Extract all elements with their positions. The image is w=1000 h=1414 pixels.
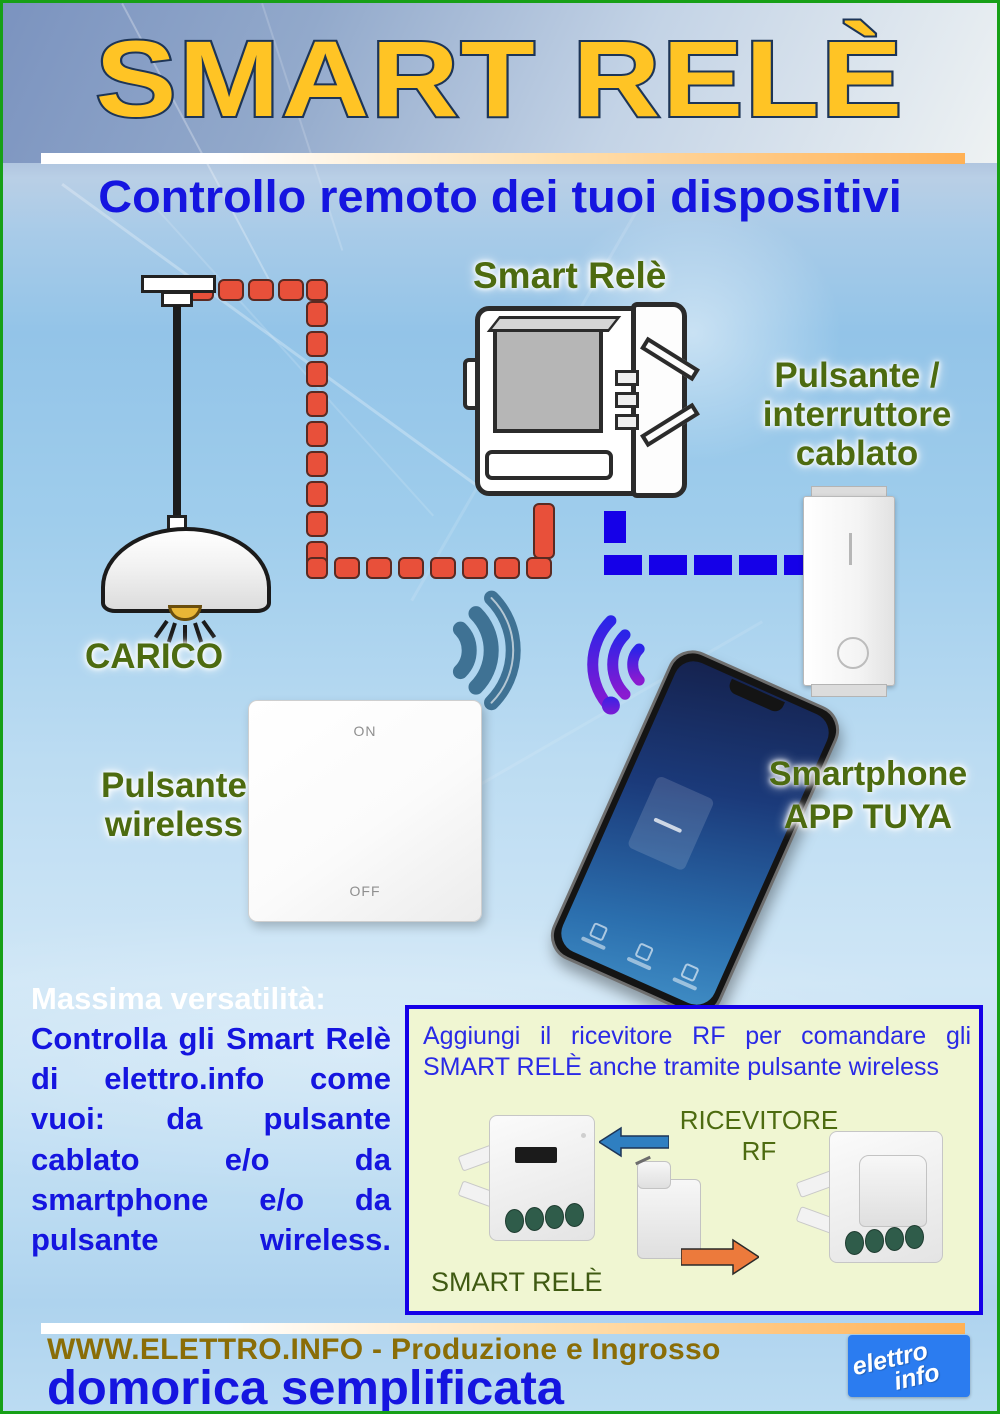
- rf-receiver-tab: [637, 1161, 671, 1189]
- relay-side-panel: [631, 302, 687, 498]
- nav-icon: [679, 962, 700, 983]
- orange-arrow-right: [680, 1237, 761, 1282]
- wifi-icon: [553, 601, 673, 721]
- divider-top: [41, 153, 965, 164]
- smartphone-notch: [726, 678, 785, 715]
- label-smartphone-app: Smartphone APP TUYA: [768, 755, 968, 836]
- smart-relay-illustration: [463, 300, 703, 505]
- smartphone-nav-item[interactable]: [672, 960, 705, 991]
- label-pulsante-cablato: Pulsante / interruttore cablato: [762, 356, 952, 474]
- light-ray: [153, 619, 169, 639]
- versatility-lead: Massima versatilità:: [31, 981, 326, 1016]
- wireless-button-on-label: ON: [353, 723, 377, 739]
- divider-bottom: [41, 1323, 965, 1334]
- footer-url[interactable]: WWW.ELETTRO.INFO - Produzione e Ingrosso: [47, 1333, 721, 1366]
- orange-arrow-svg: [680, 1238, 761, 1276]
- blue-wire-segment: [739, 555, 777, 575]
- module-terminal: [845, 1231, 864, 1255]
- red-wire-horizontal-bottom: [306, 557, 561, 579]
- light-ray: [201, 619, 217, 639]
- blue-wire-segment: [784, 555, 808, 575]
- rf-receiver-module: [627, 1155, 707, 1269]
- module-terminal: [565, 1203, 584, 1227]
- wifi-svg: [587, 615, 645, 715]
- nav-icon: [588, 921, 609, 942]
- label-pulsante-wireless: Pulsante wireless: [101, 766, 247, 845]
- relay-rib: [615, 370, 639, 386]
- lamp-rod: [173, 305, 181, 520]
- module-terminal: [545, 1205, 564, 1229]
- rf-receiver-description: Aggiungi il ricevitore RF per comandare …: [423, 1022, 971, 1081]
- blue-wire-segment: [694, 555, 732, 575]
- label-smart-rele-box: SMART RELÈ: [431, 1267, 603, 1297]
- relay-rib: [615, 392, 639, 408]
- header-band: [3, 3, 997, 163]
- blue-wire-segment: [604, 555, 642, 575]
- blue-wire-segment: [604, 511, 626, 543]
- module-attached-receiver: [859, 1155, 927, 1227]
- module-led: [581, 1133, 586, 1138]
- smartphone-nav-item[interactable]: [626, 940, 659, 971]
- wall-switch-bottom-clip: [811, 684, 887, 697]
- wireless-button-off-label: OFF: [349, 883, 381, 899]
- pendant-lamp: [101, 275, 323, 645]
- page-title: SMART RELÈ: [93, 18, 905, 139]
- label-carico: CARICO: [85, 637, 224, 676]
- smartphone-app-card[interactable]: [626, 775, 716, 872]
- module-terminal: [905, 1225, 924, 1249]
- rf-signal-svg: [452, 590, 521, 711]
- module-terminal: [885, 1227, 904, 1251]
- module-display-window: [515, 1147, 557, 1163]
- relay-rib: [615, 414, 639, 430]
- smartphone-nav-item[interactable]: [580, 920, 614, 951]
- module-terminal: [525, 1207, 544, 1231]
- lamp-bulb: [168, 605, 202, 621]
- module-terminal: [505, 1209, 524, 1233]
- wall-switch-plate: [803, 496, 895, 686]
- versatility-body: Controlla gli Smart Relè di elettro.info…: [31, 1020, 391, 1258]
- relay-inner-top-bevel: [486, 316, 622, 332]
- elettro-info-logo[interactable]: elettro info: [848, 1335, 970, 1397]
- versatility-block: Massima versatilità: Controlla gli Smart…: [31, 979, 391, 1260]
- lamp-shade: [101, 527, 271, 613]
- page-subtitle: Controllo remoto dei tuoi dispositivi: [98, 171, 902, 222]
- footer-tagline: domorica semplificata: [47, 1362, 564, 1414]
- relay-inner-block: [493, 328, 603, 433]
- smart-relay-module-right: [795, 1127, 957, 1277]
- smart-relay-module-left: [457, 1109, 609, 1249]
- label-smart-rele: Smart Relè: [473, 255, 667, 296]
- wired-wall-switch[interactable]: [803, 486, 895, 701]
- rf-receiver-info-box: Aggiungi il ricevitore RF per comandare …: [405, 1005, 983, 1315]
- light-ray: [183, 625, 187, 645]
- wall-switch-indicator-line: [849, 533, 852, 565]
- wall-switch-button-circle[interactable]: [837, 637, 869, 669]
- module-terminal: [865, 1229, 884, 1253]
- relay-front-slot: [485, 450, 613, 480]
- label-ricevitore-rf: RICEVITORE RF: [679, 1105, 839, 1166]
- rf-signal-icon: [407, 580, 570, 743]
- nav-icon: [634, 942, 655, 963]
- blue-wire-segment: [649, 555, 687, 575]
- wireless-button-panel[interactable]: ON OFF: [248, 700, 482, 922]
- smartphone-card-line: [653, 817, 683, 834]
- red-wire-riser: [533, 503, 555, 559]
